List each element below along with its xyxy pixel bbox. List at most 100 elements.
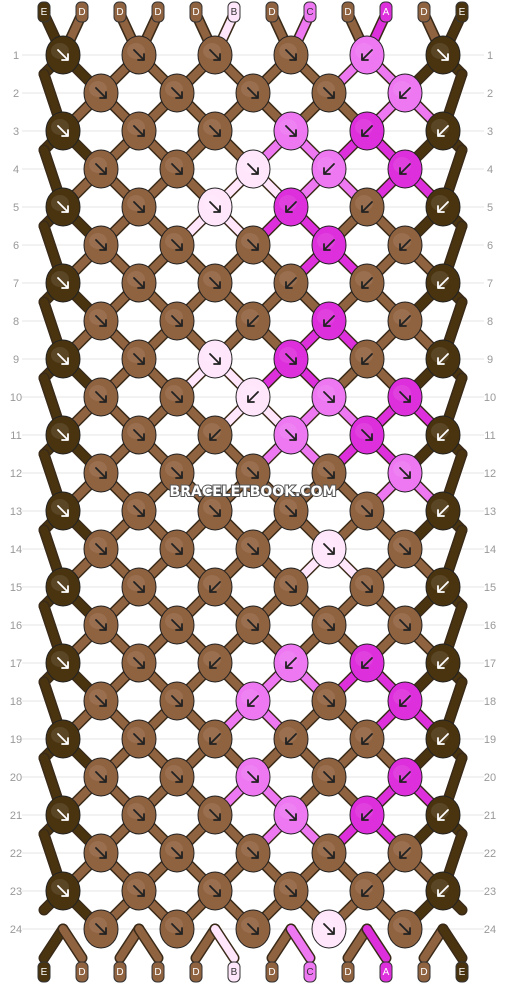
arrow-down-right-icon xyxy=(133,429,145,441)
knot xyxy=(425,339,461,379)
knot-highlight xyxy=(241,309,259,325)
row-number-right: 21 xyxy=(484,810,496,822)
arrow-down-right-icon xyxy=(95,543,107,555)
arrow-down-right-icon xyxy=(209,49,221,61)
strand-label-top: D xyxy=(154,7,161,18)
knot xyxy=(45,567,81,607)
knot xyxy=(349,35,385,75)
arrow-down-right-icon xyxy=(95,315,107,327)
arrow-down-right-icon xyxy=(285,429,297,441)
knot-highlight xyxy=(393,81,411,97)
strand-label-bottom: A xyxy=(383,967,390,978)
strand-label-top: A xyxy=(383,7,390,18)
knot xyxy=(83,149,119,189)
arrow-down-right-icon xyxy=(399,467,411,479)
strand-label-bottom-tab xyxy=(113,961,127,983)
knot xyxy=(387,529,423,569)
row-number-right: 24 xyxy=(484,924,496,936)
knot xyxy=(387,757,423,797)
strand-label-top: D xyxy=(344,7,351,18)
arrow-down-right-icon xyxy=(171,695,183,707)
arrow-down-left-icon xyxy=(437,885,449,897)
arrow-down-left-icon xyxy=(285,733,297,745)
strand-label-top-tab xyxy=(341,1,355,23)
knot xyxy=(197,111,233,151)
knot xyxy=(83,225,119,265)
knot xyxy=(121,491,157,531)
knot xyxy=(83,529,119,569)
arrow-down-right-icon xyxy=(171,163,183,175)
knot-highlight xyxy=(355,879,373,895)
row-number-left: 2 xyxy=(13,88,19,100)
strand-label-bottom-tab xyxy=(265,961,279,983)
knot-highlight xyxy=(317,233,335,249)
knot xyxy=(387,73,423,113)
row-number-left: 19 xyxy=(10,734,22,746)
row-number-left: 6 xyxy=(13,240,19,252)
knot xyxy=(425,567,461,607)
arrow-down-right-icon xyxy=(247,467,259,479)
arrow-down-right-icon xyxy=(57,353,69,365)
knot-layer xyxy=(45,35,461,949)
arrow-down-right-icon xyxy=(95,923,107,935)
knot xyxy=(159,73,195,113)
knot xyxy=(235,529,271,569)
strand-label-bottom: D xyxy=(116,967,123,978)
arrow-down-left-icon xyxy=(361,885,373,897)
arrow-down-left-icon xyxy=(399,695,411,707)
arrow-down-right-icon xyxy=(361,581,373,593)
arrow-down-right-icon xyxy=(57,125,69,137)
strand-label-bottom-tab xyxy=(379,961,393,983)
arrow-down-right-icon xyxy=(95,391,107,403)
arrow-down-left-icon xyxy=(361,125,373,137)
knot-highlight xyxy=(355,43,373,59)
knot xyxy=(425,111,461,151)
knot xyxy=(349,111,385,151)
knot xyxy=(235,149,271,189)
strand-label-bottom-tab xyxy=(37,961,51,983)
knot-highlight xyxy=(431,195,449,211)
row-number-left: 11 xyxy=(10,430,21,442)
knot xyxy=(45,111,81,151)
arrow-down-right-icon xyxy=(285,125,297,137)
arrow-down-left-icon xyxy=(437,201,449,213)
arrow-down-right-icon xyxy=(437,49,449,61)
strand-label-bottom: D xyxy=(78,967,85,978)
knot-highlight xyxy=(431,271,449,287)
knot-highlight xyxy=(279,727,297,743)
arrow-down-right-icon xyxy=(171,847,183,859)
arrow-down-left-icon xyxy=(437,809,449,821)
knot xyxy=(311,225,347,265)
knot xyxy=(45,719,81,759)
row-number-right: 15 xyxy=(484,582,496,594)
knot xyxy=(45,339,81,379)
row-number-left: 12 xyxy=(10,468,22,480)
arrow-down-right-icon xyxy=(209,353,221,365)
arrow-down-left-icon xyxy=(399,771,411,783)
arrow-down-left-icon xyxy=(361,49,373,61)
row-number-left: 10 xyxy=(10,392,22,404)
knot xyxy=(235,833,271,873)
knot xyxy=(121,111,157,151)
knot xyxy=(235,909,271,949)
knot xyxy=(197,491,233,531)
arrow-down-left-icon xyxy=(437,733,449,745)
knot xyxy=(311,833,347,873)
knot-highlight xyxy=(431,575,449,591)
knot-highlight xyxy=(203,651,221,667)
strand-label-top-tab xyxy=(75,1,89,23)
arrow-down-right-icon xyxy=(247,771,259,783)
arrow-down-left-icon xyxy=(361,657,373,669)
knot xyxy=(45,491,81,531)
row-number-left: 23 xyxy=(10,886,22,898)
knot xyxy=(273,111,309,151)
knot-highlight xyxy=(355,119,373,135)
arrow-down-right-icon xyxy=(399,619,411,631)
row-number-left: 14 xyxy=(10,544,22,556)
strand-bottom-segment xyxy=(287,925,314,962)
knot-highlight xyxy=(279,195,297,211)
knot xyxy=(83,681,119,721)
row-number-left: 9 xyxy=(13,354,19,366)
row-number-right: 2 xyxy=(487,88,493,100)
strand-label-top: D xyxy=(78,7,85,18)
